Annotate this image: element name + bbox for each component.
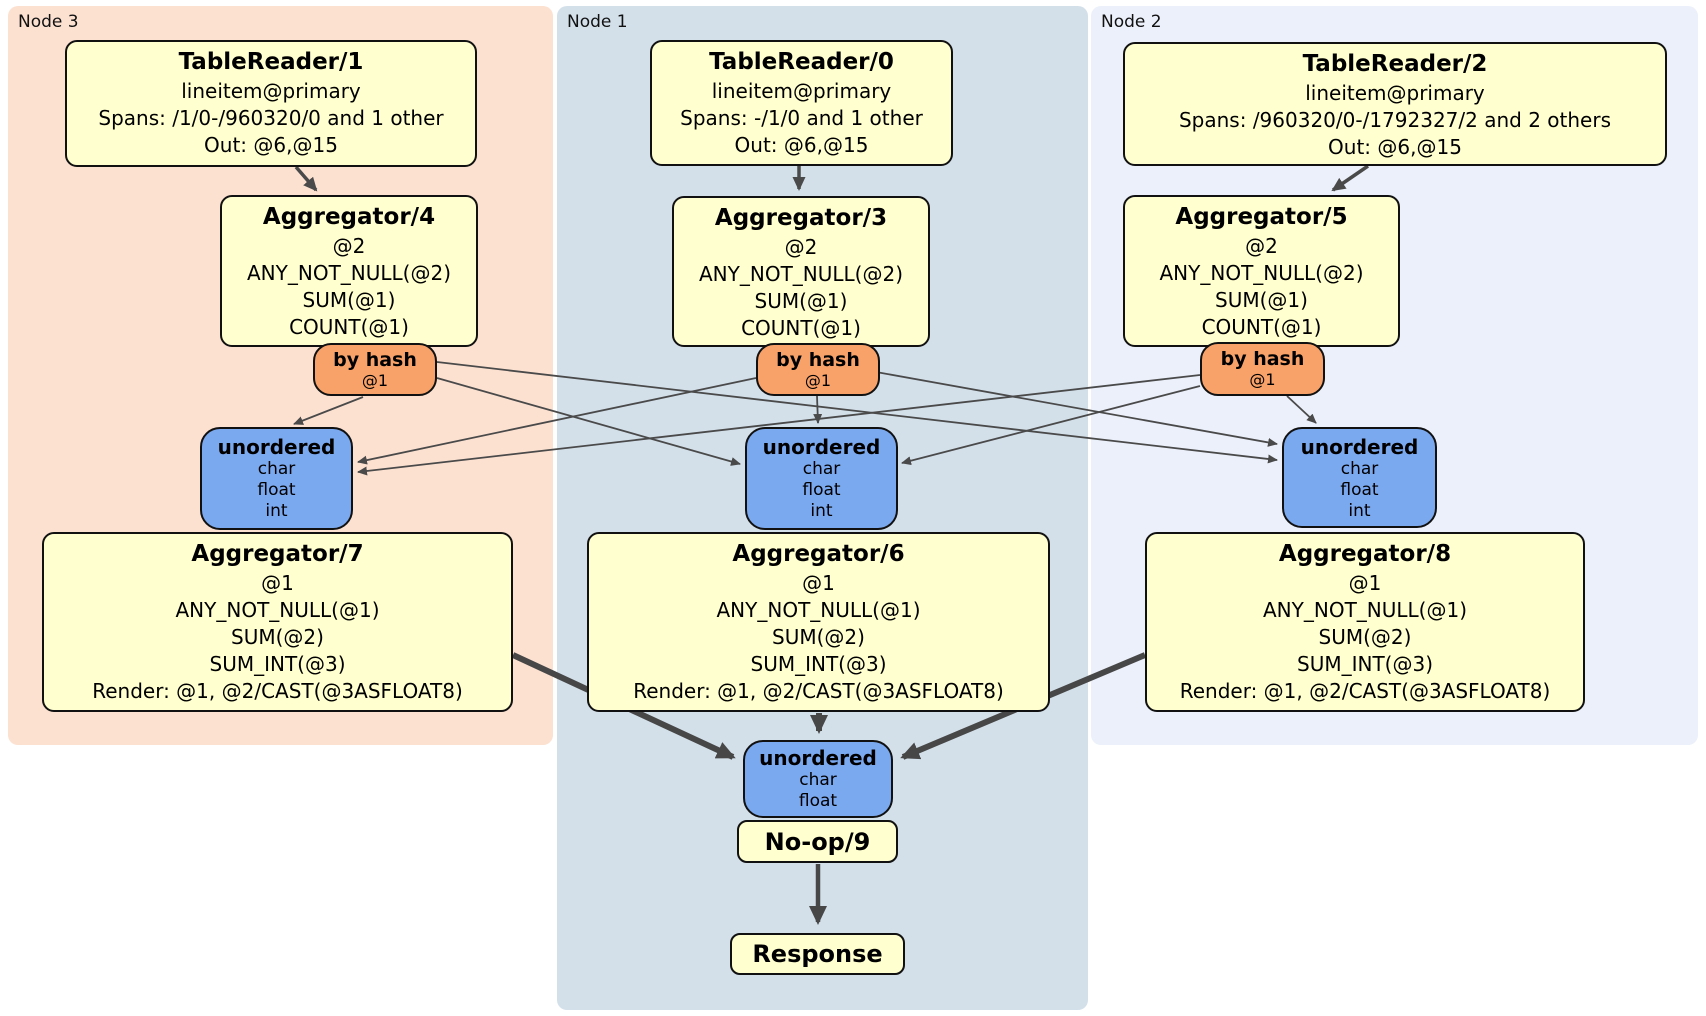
processor-line: SUM(@1) [1215, 288, 1308, 312]
sync-line: float [802, 480, 841, 500]
sync-line: int [1348, 501, 1371, 521]
router-title: by hash [776, 349, 860, 371]
sync-line: char [1340, 459, 1379, 479]
processor-line: SUM_INT(@3) [209, 652, 346, 676]
processor-line: @2 [332, 234, 366, 258]
sync-title: unordered [1300, 435, 1419, 459]
sync-line: int [265, 501, 288, 521]
processor-line: Spans: /960320/0-/1792327/2 and 2 others [1178, 108, 1611, 132]
response-title: Response [752, 940, 883, 968]
processor-title: No-op/9 [764, 827, 871, 856]
processor-noop-9: No-op/9 [737, 820, 898, 863]
router-by-hash-node1: by hash @1 [756, 343, 880, 396]
sync-line: float [1340, 480, 1379, 500]
processor-title: Aggregator/7 [191, 541, 364, 567]
node-2-label: Node 2 [1101, 12, 1162, 32]
processor-line: Render: @1, @2/CAST(@3ASFLOAT8) [1179, 679, 1551, 703]
processor-aggregator-5: Aggregator/5 @2 ANY_NOT_NULL(@2) SUM(@1)… [1123, 195, 1400, 347]
processor-line: Out: @6,@15 [1328, 135, 1462, 159]
sync-line: char [799, 770, 837, 790]
router-title: by hash [1220, 348, 1305, 370]
processor-tablereader-0: TableReader/0 lineitem@primary Spans: -/… [650, 40, 953, 166]
processor-title: Aggregator/4 [262, 204, 436, 230]
processor-line: SUM(@1) [754, 289, 848, 313]
processor-line: SUM(@2) [231, 625, 324, 649]
sync-unordered-node2: unordered char float int [1282, 427, 1437, 528]
processor-aggregator-8: Aggregator/8 @1 ANY_NOT_NULL(@1) SUM(@2)… [1145, 532, 1585, 712]
processor-title: TableReader/0 [709, 49, 894, 75]
processor-aggregator-6: Aggregator/6 @1 ANY_NOT_NULL(@1) SUM(@2)… [587, 532, 1050, 712]
processor-title: Aggregator/8 [1278, 541, 1452, 567]
processor-line: Render: @1, @2/CAST(@3ASFLOAT8) [633, 679, 1004, 703]
processor-line: SUM(@1) [302, 288, 396, 312]
processor-line: Spans: /1/0-/960320/0 and 1 other [98, 106, 444, 130]
router-by-hash-node2: by hash @1 [1200, 342, 1325, 396]
router-subtitle: @1 [804, 371, 832, 390]
processor-title: TableReader/2 [1302, 51, 1488, 77]
sync-title: unordered [759, 746, 877, 770]
processor-line: @1 [1348, 571, 1382, 595]
router-title: by hash [333, 349, 417, 371]
processor-line: SUM_INT(@3) [1297, 652, 1433, 676]
processor-line: Out: @6,@15 [734, 133, 869, 157]
processor-line: Spans: -/1/0 and 1 other [680, 106, 923, 130]
router-subtitle: @1 [1249, 370, 1276, 389]
sync-unordered-node3: unordered char float int [200, 427, 353, 530]
node-3-label: Node 3 [18, 12, 79, 32]
sync-unordered-node1: unordered char float int [745, 427, 898, 530]
sync-unordered-final: unordered char float [743, 740, 893, 818]
processor-line: SUM_INT(@3) [750, 652, 887, 676]
processor-line: ANY_NOT_NULL(@1) [716, 598, 921, 622]
processor-line: ANY_NOT_NULL(@1) [175, 598, 380, 622]
processor-title: Aggregator/6 [732, 541, 905, 567]
sync-line: char [802, 459, 841, 479]
processor-aggregator-7: Aggregator/7 @1 ANY_NOT_NULL(@1) SUM(@2)… [42, 532, 513, 712]
processor-line: lineitem@primary [181, 79, 361, 103]
processor-title: TableReader/1 [178, 49, 364, 75]
response-box: Response [730, 933, 905, 975]
router-by-hash-node3: by hash @1 [313, 343, 437, 396]
processor-line: ANY_NOT_NULL(@2) [699, 262, 903, 286]
sync-line: char [257, 459, 296, 479]
sync-line: int [810, 501, 833, 521]
sync-title: unordered [762, 435, 881, 459]
processor-line: lineitem@primary [711, 79, 892, 103]
sync-line: float [257, 480, 296, 500]
node-1-label: Node 1 [567, 12, 628, 32]
processor-tablereader-2: TableReader/2 lineitem@primary Spans: /9… [1123, 42, 1667, 166]
processor-line: Render: @1, @2/CAST(@3ASFLOAT8) [92, 679, 463, 703]
processor-line: ANY_NOT_NULL(@2) [1159, 261, 1364, 285]
processor-line: Out: @6,@15 [204, 133, 338, 157]
processor-line: COUNT(@1) [741, 316, 861, 340]
processor-aggregator-4: Aggregator/4 @2 ANY_NOT_NULL(@2) SUM(@1)… [220, 195, 478, 347]
sync-title: unordered [217, 435, 336, 459]
processor-line: SUM(@2) [1318, 625, 1412, 649]
processor-line: @2 [784, 235, 818, 259]
sync-line: float [798, 791, 838, 811]
processor-line: COUNT(@1) [1201, 315, 1322, 339]
processor-title: Aggregator/3 [714, 205, 888, 231]
router-subtitle: @1 [361, 371, 389, 390]
processor-line: @2 [1245, 234, 1278, 258]
processor-line: @1 [802, 571, 835, 595]
processor-aggregator-3: Aggregator/3 @2 ANY_NOT_NULL(@2) SUM(@1)… [672, 196, 930, 347]
processor-line: @1 [261, 571, 294, 595]
processor-line: ANY_NOT_NULL(@1) [1263, 598, 1467, 622]
processor-tablereader-1: TableReader/1 lineitem@primary Spans: /1… [65, 40, 477, 167]
processor-title: Aggregator/5 [1175, 204, 1348, 230]
processor-line: SUM(@2) [772, 625, 865, 649]
processor-line: lineitem@primary [1305, 81, 1485, 105]
processor-line: ANY_NOT_NULL(@2) [247, 261, 451, 285]
processor-line: COUNT(@1) [289, 315, 409, 339]
